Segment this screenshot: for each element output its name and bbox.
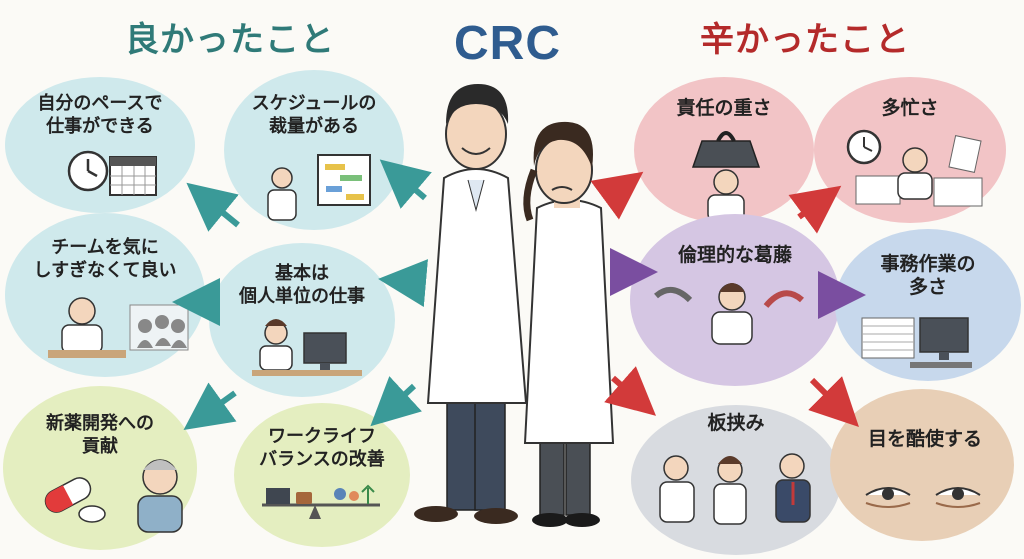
bubble-responsibility	[634, 77, 814, 223]
worker-figure	[267, 167, 297, 221]
balance-scale-icon	[262, 484, 380, 519]
stressed-worker-figure	[897, 147, 933, 200]
bubble-busyness	[814, 77, 1006, 223]
gray-swirl-arrow-icon	[654, 287, 693, 303]
label-caught-in-middle: 板挟み	[707, 412, 765, 434]
label-drug-development: 新薬開発への 貢献	[46, 413, 154, 457]
bubble-individual-work	[209, 243, 395, 397]
bubble-ethical-conflict	[630, 214, 840, 386]
clock-icon	[846, 129, 882, 165]
team-silhouettes-icon	[129, 304, 189, 351]
three-people-figure	[659, 453, 811, 525]
heading-crc: CRC	[454, 17, 561, 70]
bubble-own-pace	[5, 77, 195, 213]
female-crc-character	[523, 121, 615, 527]
calendar-icon	[109, 156, 157, 196]
elder-waving-figure	[137, 459, 183, 533]
computer-icon	[910, 317, 972, 368]
label-ethical-conflict: 倫理的な葛藤	[677, 244, 792, 266]
heading-good: 良かったこと	[125, 20, 335, 60]
label-eye-strain: 目を酷使する	[867, 428, 982, 450]
heading-hard: 辛かったこと	[700, 20, 910, 60]
bubble-paperwork	[835, 229, 1021, 381]
label-busyness: 多忙さ	[881, 97, 939, 119]
bubble-schedule-discretion	[224, 70, 404, 230]
label-paperwork: 事務作業の 多さ	[880, 253, 976, 298]
doctor-at-desk-figure	[48, 297, 126, 358]
bubble-work-life-balance	[234, 403, 410, 547]
schedule-board-icon	[317, 154, 371, 206]
label-schedule-discretion: スケジュールの 裁量がある	[251, 93, 377, 137]
label-responsibility: 責任の重さ	[676, 97, 772, 119]
pc-worker-figure	[252, 319, 362, 376]
document-pile-icon	[861, 317, 915, 359]
arrow-group-hard	[590, 171, 866, 427]
paper-stack-icon	[855, 135, 983, 207]
label-work-life-balance: ワークライフ バランスの改善	[259, 426, 385, 470]
tired-eyes-icon	[865, 487, 981, 508]
clock-icon	[67, 150, 109, 192]
label-team-worry: チームを気に しすぎなくて良い	[33, 237, 177, 281]
label-own-pace: 自分のペースで 仕事ができる	[37, 93, 163, 137]
weight-icon	[691, 131, 761, 168]
bubble-team-worry	[5, 213, 205, 377]
bubble-eye-strain	[830, 389, 1014, 541]
bubble-caught-in-middle	[631, 405, 841, 555]
thinking-person-figure	[711, 283, 753, 345]
arrow-group-good	[172, 159, 432, 431]
label-individual-work: 基本は 個人単位の仕事	[239, 263, 365, 307]
male-crc-character	[414, 84, 528, 524]
red-swirl-arrow-icon	[763, 290, 804, 308]
bubble-drug-development	[3, 386, 197, 550]
capsule-icon	[44, 477, 106, 523]
